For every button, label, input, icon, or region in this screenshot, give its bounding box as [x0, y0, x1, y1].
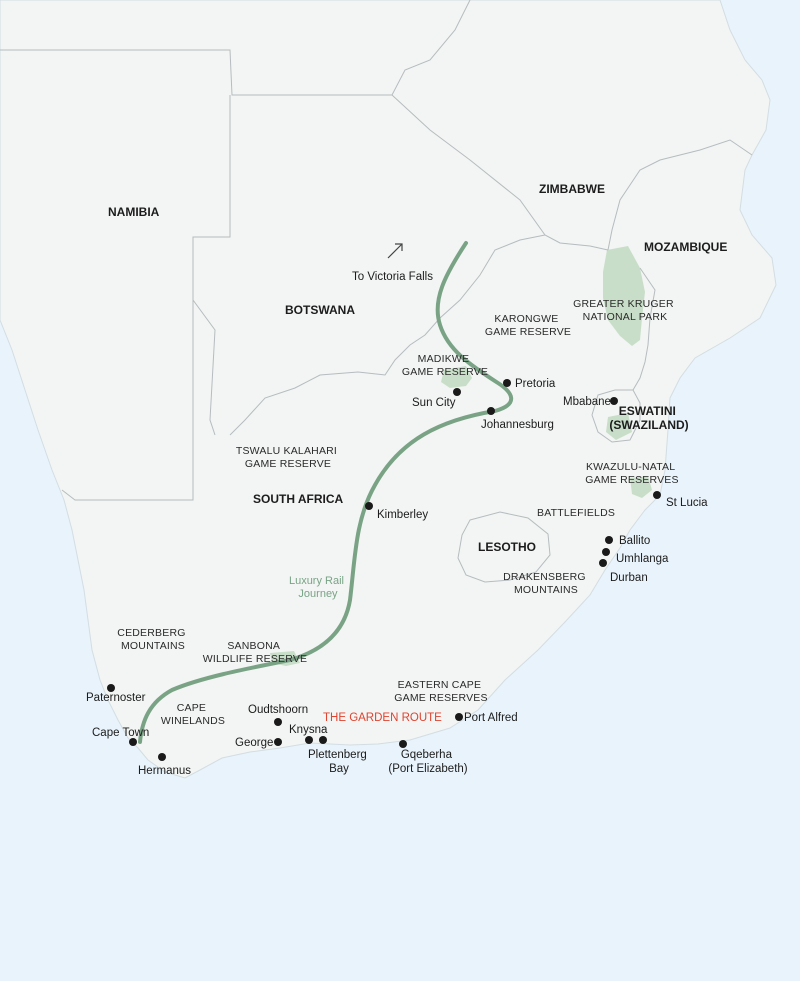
knysna-dot	[305, 736, 313, 744]
lesotho-label: LESOTHO	[478, 540, 536, 554]
kruger-park-area	[603, 246, 645, 346]
durban-label: Durban	[610, 572, 648, 584]
mbabane-dot	[610, 397, 618, 405]
kwazulu-natal-park-area	[630, 476, 652, 498]
land-mass	[0, 0, 777, 779]
madikwe-park-area	[441, 366, 472, 388]
namibia-label: NAMIBIA	[108, 205, 160, 219]
luxury-rail-label: Luxury Rail Journey	[289, 575, 347, 600]
gqeberha-label: Gqeberha (Port Elizabeth)	[388, 749, 467, 775]
gqeberha-dot	[399, 740, 407, 748]
ballito-dot	[605, 536, 613, 544]
sanbona-label: SANBONA WILDLIFE RESERVE	[203, 640, 308, 665]
port-alfred-label: Port Alfred	[464, 712, 518, 724]
johannesburg-label: Johannesburg	[481, 419, 554, 431]
city-dots	[107, 379, 661, 761]
south-africa-label: SOUTH AFRICA	[253, 492, 344, 506]
george-label: George	[235, 737, 273, 749]
zimbabwe-label: ZIMBABWE	[539, 182, 605, 196]
umhlanga-dot	[602, 548, 610, 556]
st-lucia-label: St Lucia	[666, 497, 708, 509]
kimberley-label: Kimberley	[377, 509, 428, 521]
eswatini-label: ESWATINI (SWAZILAND)	[609, 404, 688, 432]
johannesburg-dot	[487, 407, 495, 415]
mozambique-label: MOZAMBIQUE	[644, 240, 727, 254]
mbabane-label: Mbabane	[563, 396, 611, 408]
karongwe-label: KARONGWE GAME RESERVE	[485, 313, 571, 338]
port-alfred-dot	[455, 713, 463, 721]
to-victoria-falls-label: To Victoria Falls	[352, 271, 433, 283]
hermanus-dot	[158, 753, 166, 761]
plettenberg-bay-label: Plettenberg Bay	[308, 749, 370, 775]
durban-dot	[599, 559, 607, 567]
eastern-cape-label: EASTERN CAPE GAME RESERVES	[394, 679, 487, 704]
luxury-rail-route	[138, 241, 514, 744]
botswana-label: BOTSWANA	[285, 303, 355, 317]
kimberley-dot	[365, 502, 373, 510]
battlefields-label: BATTLEFIELDS	[537, 507, 615, 519]
kwazulu-natal-label: KWAZULU-NATAL GAME RESERVES	[585, 461, 678, 486]
country-borders	[0, 0, 753, 583]
knysna-label: Knysna	[289, 724, 328, 736]
cape-winelands-label: CAPE WINELANDS	[161, 702, 225, 727]
garden-route-label: THE GARDEN ROUTE	[323, 712, 442, 724]
eswatini-park-area	[606, 413, 632, 440]
plettenberg-bay-dot	[319, 736, 327, 744]
george-dot	[274, 738, 282, 746]
hermanus-label: Hermanus	[138, 765, 191, 777]
cape-town-label: Cape Town	[92, 727, 149, 739]
oudtshoorn-dot	[274, 718, 282, 726]
cape-town-dot	[129, 738, 137, 746]
ballito-label: Ballito	[619, 535, 650, 547]
umhlanga-label: Umhlanga	[616, 553, 669, 565]
st-lucia-dot	[653, 491, 661, 499]
victoria-falls-arrow-icon	[387, 243, 403, 259]
drakensberg-label: DRAKENSBERG MOUNTAINS	[503, 571, 589, 596]
sun-city-dot	[453, 388, 461, 396]
pretoria-label: Pretoria	[515, 378, 556, 390]
oudtshoorn-label: Oudtshoorn	[248, 704, 308, 716]
paternoster-label: Paternoster	[86, 692, 146, 704]
pretoria-dot	[503, 379, 511, 387]
paternoster-dot	[107, 684, 115, 692]
sun-city-label: Sun City	[412, 397, 456, 409]
greater-kruger-label: GREATER KRUGER NATIONAL PARK	[573, 298, 677, 323]
cederberg-label: CEDERBERG MOUNTAINS	[117, 627, 188, 652]
tswalu-label: TSWALU KALAHARI GAME RESERVE	[236, 445, 340, 470]
madikwe-label: MADIKWE GAME RESERVE	[402, 353, 488, 378]
